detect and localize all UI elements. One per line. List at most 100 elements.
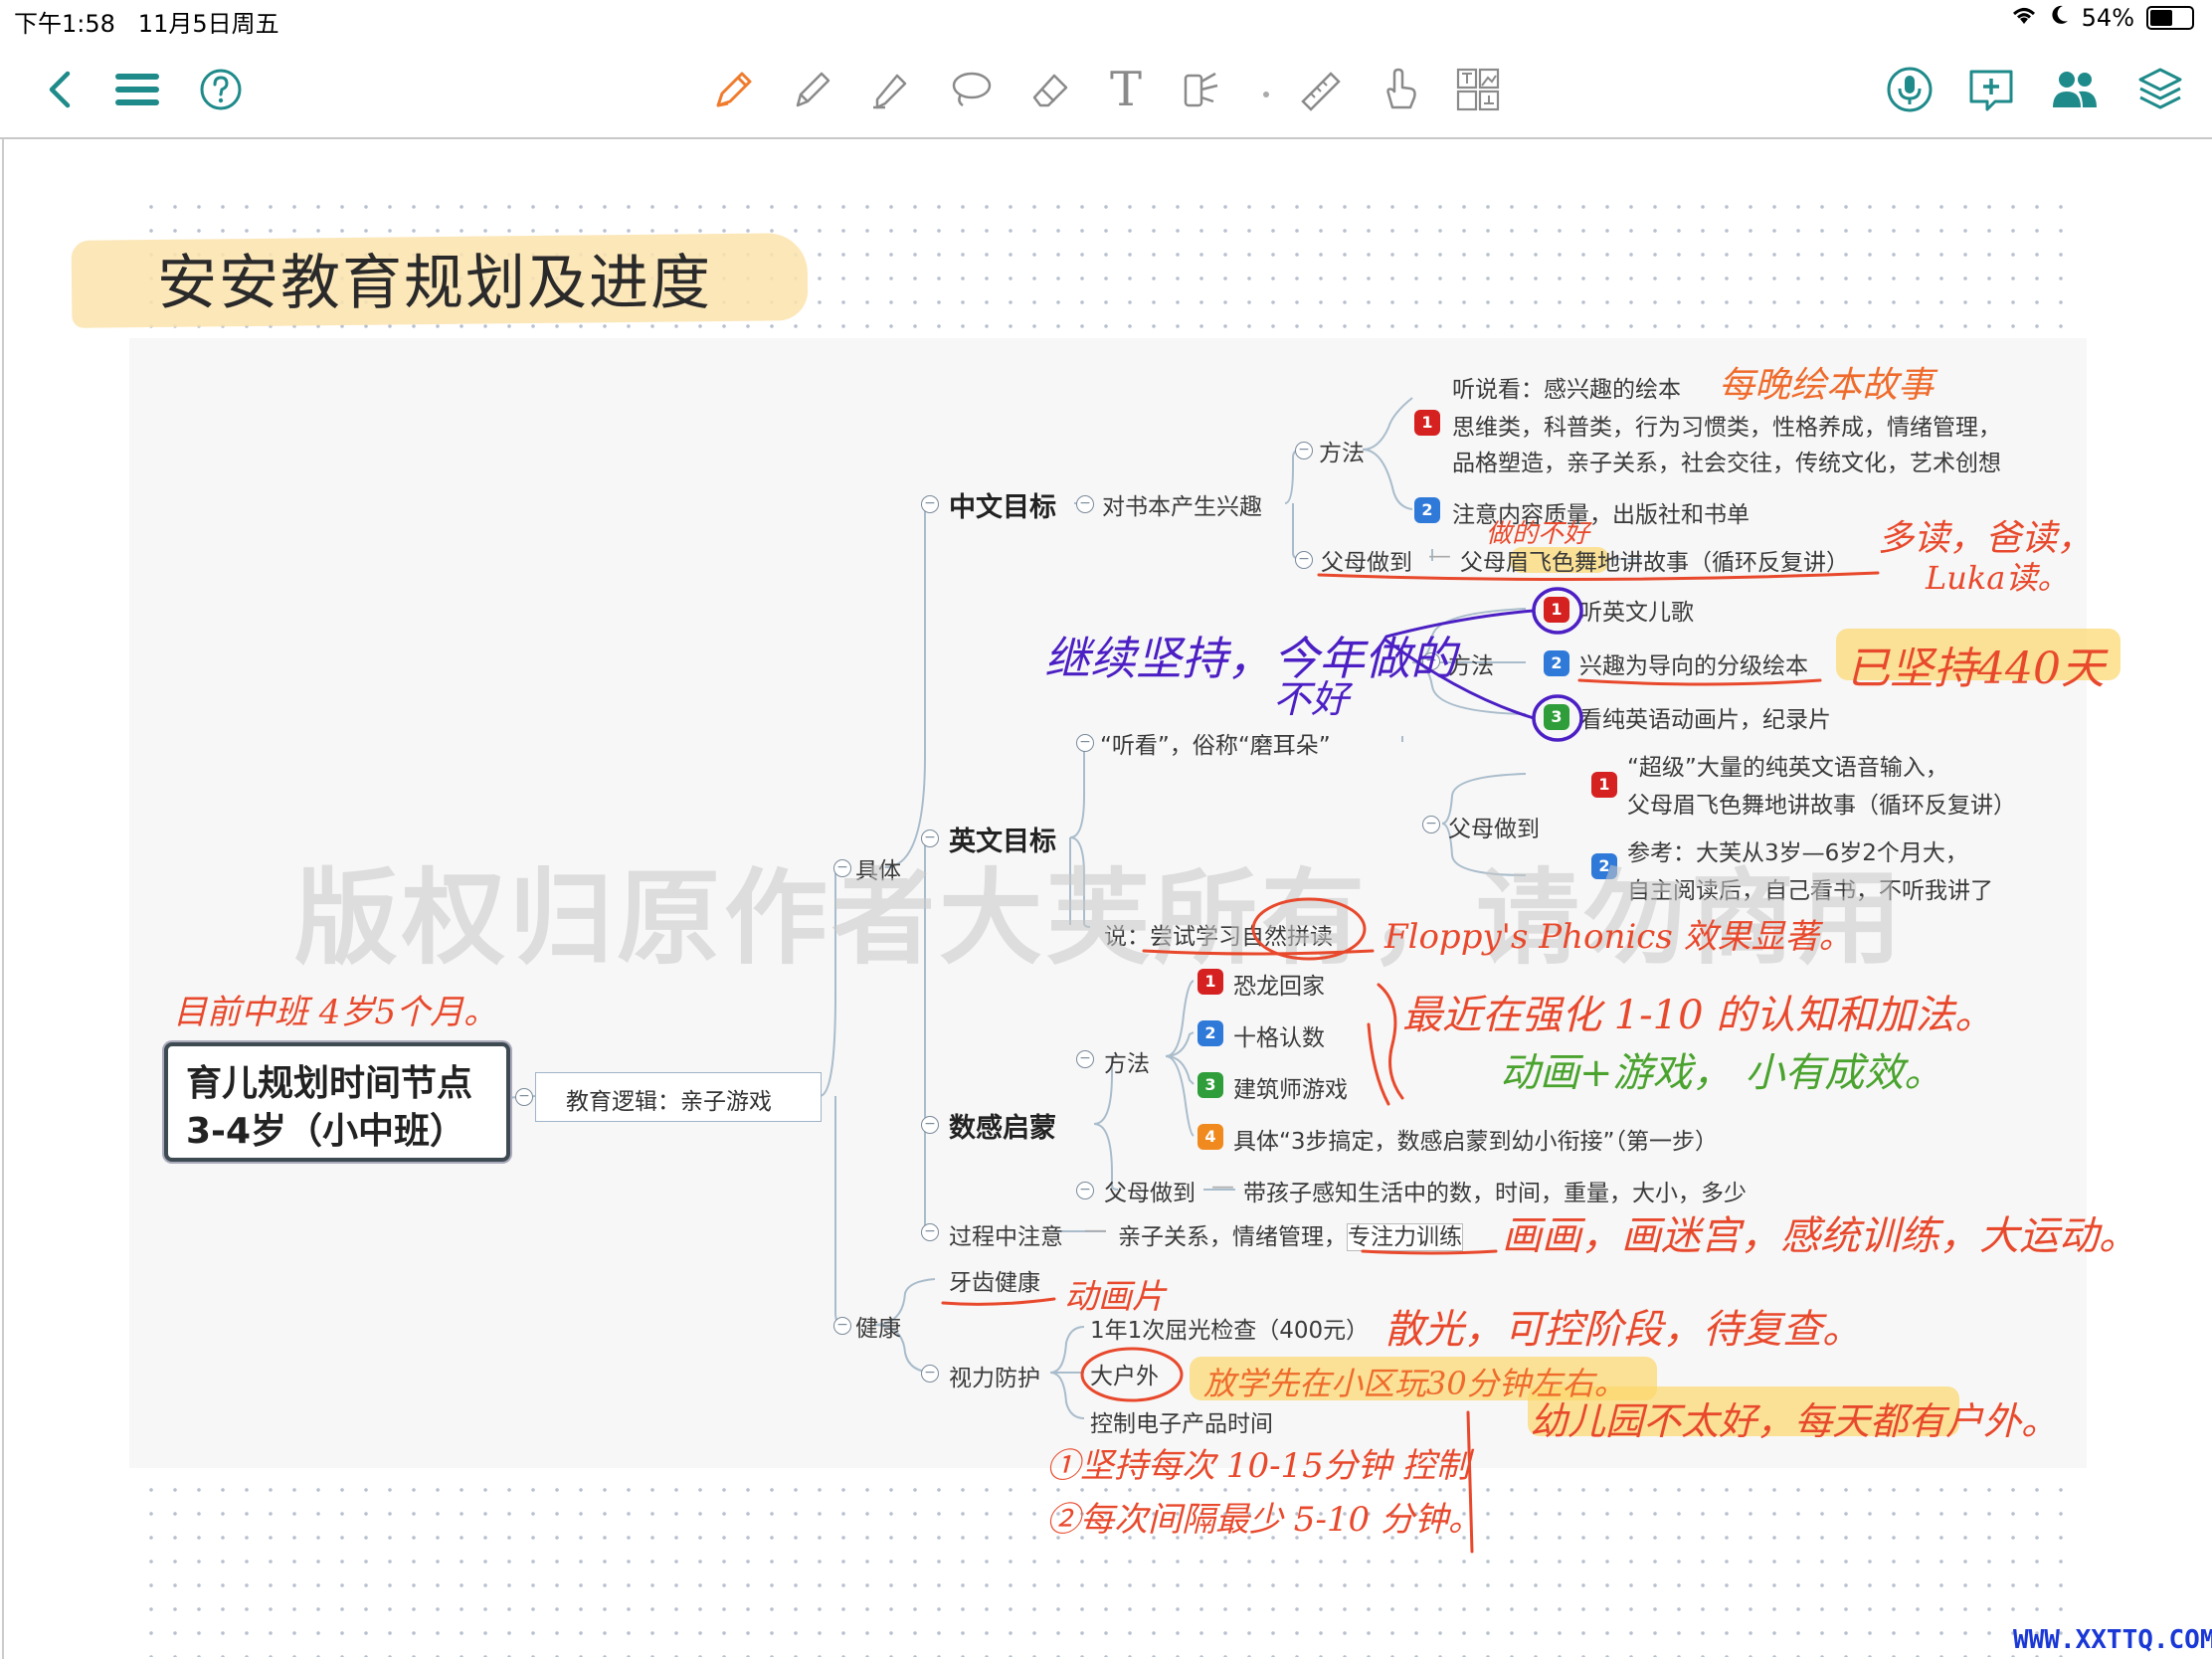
note-luka: Luka读。 bbox=[1926, 559, 2070, 597]
help-icon[interactable] bbox=[193, 62, 249, 117]
node-sl-1[interactable]: 1年1次屈光检查（400元） bbox=[1090, 1318, 1370, 1344]
node-shili[interactable]: 视力防护 bbox=[949, 1366, 1040, 1391]
node-zw-m2[interactable]: 注意内容质量，出版社和书单 bbox=[1452, 502, 1750, 528]
node-sg-parent-value[interactable]: 带孩子感知生活中的数，时间，重量，大小，多少 bbox=[1243, 1181, 1747, 1206]
marker-4: 4 bbox=[1198, 1124, 1223, 1150]
site-watermark: WWW.XXTTQ.COM bbox=[2013, 1625, 2212, 1655]
collapse-toggle[interactable]: − bbox=[1295, 551, 1313, 569]
toolbar-separator bbox=[1263, 92, 1269, 97]
node-yingwen[interactable]: 英文目标 bbox=[949, 827, 1056, 857]
node-zw-m1b[interactable]: 品格塑造，亲子关系，社会交往，传统文化，艺术创想 bbox=[1452, 451, 2001, 476]
node-yw-m2[interactable]: 兴趣为导向的分级绘本 bbox=[1579, 653, 1808, 679]
marker-1: 1 bbox=[1591, 772, 1617, 798]
node-yw-m3[interactable]: 看纯英语动画片，纪录片 bbox=[1579, 707, 1831, 733]
status-right: 54% bbox=[2010, 4, 2194, 32]
node-sg-parent[interactable]: 父母做到 bbox=[1104, 1181, 1196, 1206]
node-sg-m2[interactable]: 十格认数 bbox=[1233, 1025, 1325, 1051]
pencil-icon[interactable] bbox=[784, 62, 839, 117]
note-bedtime-story: 每晚绘本故事 bbox=[1719, 365, 1935, 406]
note-440-days: 已坚持440天 bbox=[1846, 644, 2105, 694]
collapse-toggle[interactable]: − bbox=[921, 830, 939, 847]
node-zw-method[interactable]: 方法 bbox=[1319, 441, 1365, 466]
node-yw-m1[interactable]: 听英文儿歌 bbox=[1579, 600, 1694, 626]
collapse-toggle[interactable]: − bbox=[921, 1223, 939, 1241]
note-reading: 多读，爸读， bbox=[1878, 518, 2094, 559]
page-title: 安安教育规划及进度 bbox=[157, 249, 712, 318]
node-yw-p1b[interactable]: 父母眉飞色舞地讲故事（循环反复讲） bbox=[1627, 793, 2016, 819]
hand-icon[interactable] bbox=[1373, 62, 1428, 117]
add-page-icon[interactable] bbox=[1963, 62, 2019, 117]
node-sl-2[interactable]: 大户外 bbox=[1090, 1364, 1159, 1389]
node-sg-method[interactable]: 方法 bbox=[1104, 1051, 1150, 1077]
collapse-toggle[interactable]: − bbox=[1076, 734, 1094, 752]
node-guocheng[interactable]: 过程中注意 bbox=[949, 1224, 1063, 1250]
moon-icon bbox=[2050, 4, 2070, 32]
node-sg-m3[interactable]: 建筑师游戏 bbox=[1233, 1077, 1348, 1103]
marker-2: 2 bbox=[1198, 1020, 1223, 1046]
layout-icon[interactable] bbox=[1450, 62, 1506, 117]
marker-1: 1 bbox=[1544, 597, 1569, 623]
highlighter-icon[interactable] bbox=[861, 62, 917, 117]
node-yw-p2b[interactable]: 自主阅读后，自己看书，不听我讲了 bbox=[1627, 878, 1993, 904]
node-yw-p1a[interactable]: “超级”大量的纯英文语音输入， bbox=[1627, 755, 1948, 781]
collapse-toggle[interactable]: − bbox=[833, 1317, 851, 1335]
note-outdoor: 放学先在小区玩30分钟左右。 bbox=[1203, 1365, 1626, 1402]
collapse-toggle[interactable]: − bbox=[921, 495, 939, 513]
edu-logic-node[interactable]: 教育逻辑：亲子游戏 bbox=[535, 1072, 822, 1122]
text-icon[interactable]: T bbox=[1109, 62, 1142, 117]
root-line2: 3-4岁（小中班） bbox=[186, 1111, 466, 1152]
collapse-toggle[interactable]: − bbox=[1295, 442, 1313, 460]
note-floppys-phonics: Floppy's Phonics 效果显著。 bbox=[1384, 917, 1853, 957]
ruler-icon[interactable] bbox=[1293, 62, 1349, 117]
note-keep-going: 继续坚持，今年做的 bbox=[1044, 632, 1456, 685]
lasso-icon[interactable] bbox=[943, 62, 999, 117]
favorite-pen-icon[interactable] bbox=[704, 62, 760, 117]
node-juti[interactable]: 具体 bbox=[855, 858, 901, 884]
node-zw-listen[interactable]: 听说看：感兴趣的绘本 bbox=[1452, 377, 1681, 403]
note-screen-time-2: ②每次间隔最少 5-10 分钟。 bbox=[1046, 1500, 1482, 1540]
shape-icon[interactable] bbox=[1172, 62, 1227, 117]
node-shugan[interactable]: 数感启蒙 bbox=[949, 1113, 1056, 1144]
battery-icon bbox=[2146, 6, 2194, 30]
dot-grid-bottom bbox=[139, 1478, 2069, 1657]
connector-dash: — bbox=[1084, 1217, 1107, 1243]
collaborate-icon[interactable] bbox=[2047, 62, 2103, 117]
collapse-toggle[interactable]: − bbox=[515, 1088, 533, 1106]
node-zhongwen[interactable]: 中文目标 bbox=[949, 492, 1056, 523]
node-yachi[interactable]: 牙齿健康 bbox=[949, 1270, 1040, 1296]
microphone-icon[interactable] bbox=[1882, 62, 1937, 117]
node-zw-m1a[interactable]: 思维类，科普类，行为习惯类，性格养成，情绪管理， bbox=[1452, 415, 2001, 441]
node-sg-m1[interactable]: 恐龙回家 bbox=[1233, 974, 1325, 1000]
node-yw-listen[interactable]: “听看”，俗称“磨耳朵” bbox=[1100, 733, 1331, 759]
node-zw-interest[interactable]: 对书本产生兴趣 bbox=[1102, 494, 1262, 520]
collapse-toggle[interactable]: − bbox=[1076, 1182, 1094, 1199]
collapse-toggle[interactable]: − bbox=[833, 859, 851, 877]
mindmap-image[interactable] bbox=[129, 338, 2087, 1468]
collapse-toggle[interactable]: − bbox=[1422, 816, 1440, 833]
node-yw-p2a[interactable]: 参考：大芙从3岁—6岁2个月大， bbox=[1627, 840, 1968, 866]
node-jiankang[interactable]: 健康 bbox=[855, 1316, 901, 1342]
back-chevron-icon[interactable] bbox=[34, 62, 90, 117]
node-sl-3[interactable]: 控制电子产品时间 bbox=[1090, 1411, 1273, 1437]
marker-2: 2 bbox=[1414, 497, 1440, 523]
status-time: 下午1:58 11月5日周五 bbox=[14, 10, 279, 38]
collapse-toggle[interactable]: − bbox=[921, 1365, 939, 1382]
root-line1: 育儿规划时间节点 bbox=[186, 1063, 473, 1104]
collapse-toggle[interactable]: − bbox=[1076, 495, 1094, 513]
node-sg-m4[interactable]: 具体“3步搞定，数感启蒙到幼小衔接”（第一步） bbox=[1233, 1129, 1718, 1155]
root-node[interactable]: 育儿规划时间节点 3-4岁（小中班） bbox=[164, 1042, 510, 1162]
note-not-good-2: 不好 bbox=[1273, 677, 1350, 721]
note-drawing: 画画，画迷宫，感统训练，大运动。 bbox=[1502, 1213, 2138, 1259]
note-screen-time-1: ①坚持每次 10-15分钟 控制 bbox=[1046, 1446, 1470, 1486]
collapse-toggle[interactable]: − bbox=[1076, 1050, 1094, 1068]
menu-icon[interactable] bbox=[109, 62, 165, 117]
layers-icon[interactable] bbox=[2132, 62, 2188, 117]
text-highlight bbox=[1510, 547, 1609, 573]
collapse-toggle[interactable]: − bbox=[921, 1116, 939, 1134]
eraser-icon[interactable] bbox=[1022, 62, 1078, 117]
marker-1: 1 bbox=[1414, 410, 1440, 436]
toolbar: T bbox=[0, 40, 2212, 139]
node-yw-parent[interactable]: 父母做到 bbox=[1448, 817, 1540, 842]
node-zw-parent[interactable]: 父母做到 bbox=[1321, 550, 1412, 576]
node-gc-value[interactable]: 亲子关系，情绪管理，专注力训练 bbox=[1118, 1223, 1463, 1251]
